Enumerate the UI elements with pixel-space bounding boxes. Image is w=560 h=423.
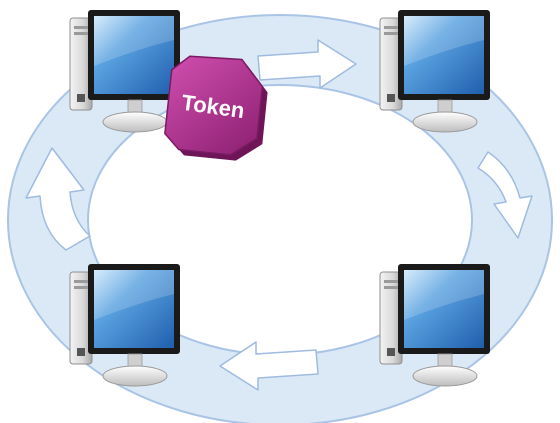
token: Token — [164, 55, 268, 161]
token-shape — [164, 55, 264, 156]
flow-arrow-left — [25, 147, 91, 251]
flow-arrow-top — [257, 39, 357, 89]
flow-arrow-right — [477, 151, 533, 239]
flow-arrow-bottom — [219, 341, 319, 391]
